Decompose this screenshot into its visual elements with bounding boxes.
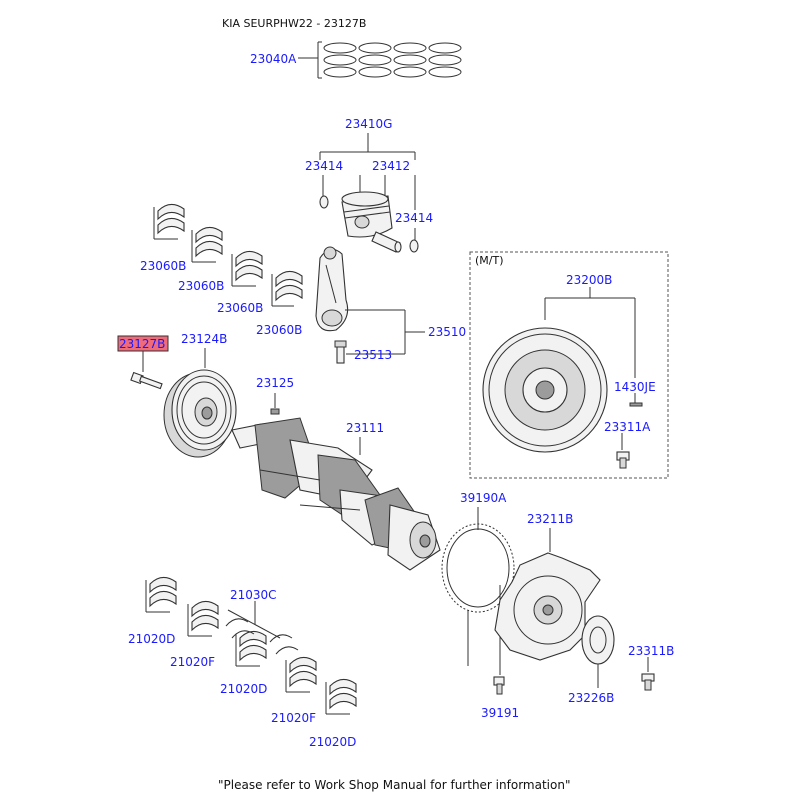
footer-note: "Please refer to Work Shop Manual for fu… [218,778,570,792]
bearing-shell-icon [145,576,177,613]
bearing-shell-icon [153,203,185,240]
part-label-23125[interactable]: 23125 [256,376,294,390]
part-label-39191[interactable]: 39191 [481,706,519,720]
part-label-39190A[interactable]: 39190A [460,491,507,505]
part-label-23060B-2[interactable]: 23060B [178,279,224,293]
connecting-rod-illustration [315,246,425,364]
piston-rings-illustration [298,41,462,79]
part-label-21020F-2[interactable]: 21020F [271,711,316,725]
diagram-title: KIA SEURPHW22 - 23127B [222,17,366,30]
crank-pulley-illustration [163,348,237,458]
part-label-23513[interactable]: 23513 [354,348,392,362]
part-label-23226B[interactable]: 23226B [568,691,614,705]
bearing-shell-icon [271,270,303,307]
crank-key-illustration [270,393,280,415]
bearing-shell-icon [187,600,219,637]
bearing-shell-icon [235,630,267,667]
ring-shape [393,42,427,54]
piston-illustration [319,133,419,253]
spacer-plate-illustration [581,615,655,691]
part-label-23127B[interactable]: 23127B [119,337,165,351]
ring-shape [323,66,357,78]
bearing-shell-icon [231,250,263,287]
ring-shape [428,66,462,78]
part-label-1430JE[interactable]: 1430JE [614,380,656,394]
ring-shape [393,54,427,66]
ring-shape [428,54,462,66]
ring-shape [323,42,357,54]
upper-bearings-illustration [153,203,303,307]
part-label-23311B[interactable]: 23311B [628,644,674,658]
part-label-23200B[interactable]: 23200B [566,273,612,287]
ring-shape [323,54,357,66]
bearing-shell-icon [325,678,357,715]
crankshaft-illustration [231,417,441,571]
part-label-23412[interactable]: 23412 [372,159,410,173]
part-label-23060B-4[interactable]: 23060B [256,323,302,337]
part-label-23124B[interactable]: 23124B [181,332,227,346]
part-label-23414-left[interactable]: 23414 [305,159,343,173]
mt-flywheel-box: (M/T) [469,251,669,479]
part-label-21030C[interactable]: 21030C [230,588,277,602]
drive-plate-illustration [494,528,601,661]
part-label-21020D-3[interactable]: 21020D [309,735,356,749]
ring-shape [428,42,462,54]
part-label-23410G[interactable]: 23410G [345,117,392,131]
part-label-23111[interactable]: 23111 [346,421,384,435]
ring-shape [358,54,392,66]
part-label-23211B[interactable]: 23211B [527,512,573,526]
lower-bearings-illustration [145,576,357,715]
bearing-shell-icon [191,226,223,263]
mt-box-label: (M/T) [475,254,504,267]
ring-shape [358,66,392,78]
part-label-21020D-2[interactable]: 21020D [220,682,267,696]
ring-shape [393,66,427,78]
pulley-bolt-illustration [130,351,163,390]
bearing-shell-icon [285,656,317,693]
part-label-21020F-1[interactable]: 21020F [170,655,215,669]
reluctor-ring-illustration [441,507,515,695]
part-label-23060B-1[interactable]: 23060B [140,259,186,273]
part-label-23311A[interactable]: 23311A [604,420,651,434]
part-label-23040A[interactable]: 23040A [250,52,297,66]
part-label-23060B-3[interactable]: 23060B [217,301,263,315]
thrust-washers-illustration [225,601,299,655]
part-label-21020D-1[interactable]: 21020D [128,632,175,646]
part-label-23414-right[interactable]: 23414 [395,211,433,225]
ring-shape [358,42,392,54]
part-label-23510[interactable]: 23510 [428,325,466,339]
